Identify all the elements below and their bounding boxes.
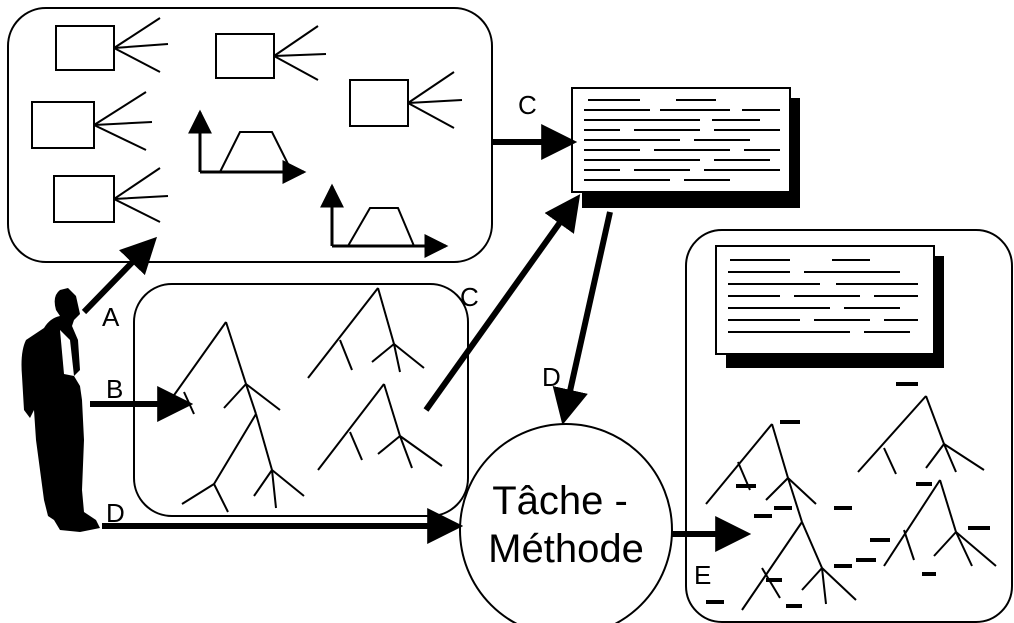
membership-plot <box>188 109 307 184</box>
object-node <box>55 17 169 73</box>
label-c-top: C <box>518 90 537 120</box>
result-document <box>715 245 944 368</box>
label-d-mid: D <box>542 362 561 392</box>
label-c-mid: C <box>460 282 479 312</box>
result-panel <box>685 229 1013 623</box>
task-method-line2: Méthode <box>488 527 644 571</box>
document <box>571 87 800 208</box>
label-e: E <box>694 560 711 590</box>
arrows <box>81 124 752 552</box>
label-d-left: D <box>106 498 125 528</box>
user-silhouette <box>21 288 100 532</box>
object-node <box>53 167 169 223</box>
arrow-a <box>81 236 158 315</box>
object-node <box>31 91 153 151</box>
object-node <box>349 71 463 129</box>
task-method-line1: Tâche - <box>492 479 628 523</box>
membership-plot <box>320 183 449 258</box>
arrow-c-mid <box>423 194 581 412</box>
object-node <box>215 25 327 81</box>
label-a: A <box>102 302 120 332</box>
task-method-node: Tâche - Méthode <box>459 423 673 623</box>
trees-panel <box>133 283 469 517</box>
label-b: B <box>106 374 123 404</box>
objects-panel <box>7 7 493 263</box>
arrow-d-mid <box>552 211 613 426</box>
